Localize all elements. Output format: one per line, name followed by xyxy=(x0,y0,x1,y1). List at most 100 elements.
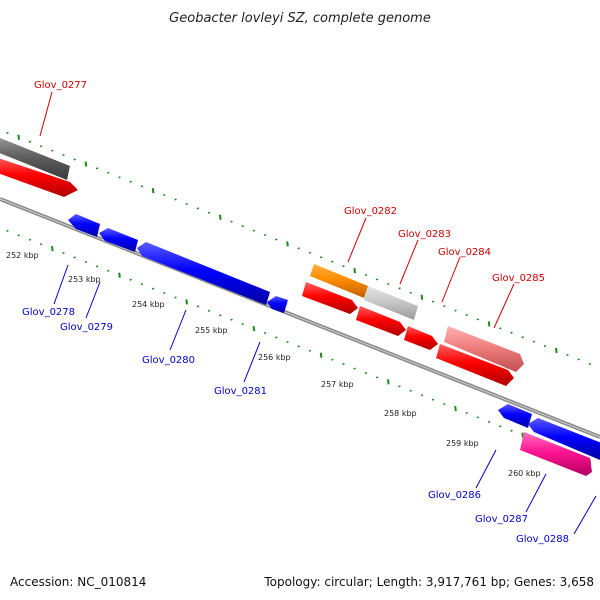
major-tick xyxy=(487,321,491,327)
gene-glov-0287[interactable] xyxy=(520,432,592,476)
minor-tick xyxy=(51,149,54,152)
minor-tick xyxy=(207,309,211,312)
minor-tick xyxy=(510,331,513,334)
scale-label: 259 kbp xyxy=(446,439,479,448)
gene-label-glov-0287[interactable]: Glov_0287 xyxy=(475,514,528,525)
minor-tick xyxy=(465,411,468,415)
minor-tick xyxy=(443,403,446,406)
minor-tick xyxy=(409,389,412,392)
minor-tick xyxy=(476,318,480,321)
minor-tick xyxy=(521,336,524,339)
minor-tick xyxy=(73,158,76,161)
minor-tick xyxy=(84,260,88,264)
minor-tick xyxy=(196,305,200,308)
minor-tick xyxy=(566,353,569,357)
minor-tick xyxy=(62,251,65,255)
upper-gene-labels: Glov_0277 Glov_0282 Glov_0283 Glov_0284 … xyxy=(34,80,545,329)
gene-label-glov-0281[interactable]: Glov_0281 xyxy=(214,386,267,397)
minor-tick xyxy=(39,243,43,246)
major-tick xyxy=(521,432,524,438)
gene-label-glov-0278[interactable]: Glov_0278 xyxy=(22,307,75,318)
major-tick xyxy=(454,405,457,412)
minor-tick xyxy=(118,176,121,179)
minor-tick xyxy=(465,313,468,317)
gene-glov-0288[interactable] xyxy=(528,418,600,460)
minor-tick xyxy=(219,314,222,317)
minor-tick xyxy=(543,345,547,348)
major-tick xyxy=(555,347,558,354)
gene-glov-0282[interactable] xyxy=(310,264,368,298)
minor-tick xyxy=(151,287,155,290)
major-tick xyxy=(84,161,88,167)
major-tick xyxy=(353,267,356,274)
gene-label-glov-0288[interactable]: Glov_0288 xyxy=(516,534,569,545)
minor-tick xyxy=(532,340,536,343)
minor-tick xyxy=(409,291,412,294)
gene-glov-0284b[interactable] xyxy=(356,306,406,336)
gene-glov-0281[interactable] xyxy=(267,296,288,313)
minor-tick xyxy=(95,167,99,170)
map-title: Geobacter lovleyi SZ, complete genome xyxy=(169,11,431,26)
major-tick xyxy=(319,352,323,358)
minor-tick xyxy=(275,238,278,241)
minor-tick xyxy=(286,340,289,344)
minor-tick xyxy=(420,394,424,397)
gene-glov-0284c[interactable] xyxy=(404,326,438,350)
minor-tick xyxy=(342,265,345,268)
genome-summary-text: Topology: circular; Length: 3,917,761 bp… xyxy=(263,575,594,589)
minor-tick xyxy=(308,251,312,254)
gene-glov-0284a[interactable] xyxy=(302,282,358,314)
scale-labels: 252 kbp 253 kbp 254 kbp 255 kbp 256 kbp … xyxy=(6,251,541,478)
minor-tick xyxy=(6,229,9,232)
minor-tick xyxy=(62,153,65,157)
minor-tick xyxy=(107,269,110,272)
gene-glov-0285-red[interactable] xyxy=(436,344,514,386)
minor-tick xyxy=(129,278,132,281)
minor-tick xyxy=(297,345,300,348)
gene-glov-0278[interactable] xyxy=(68,214,100,237)
minor-tick xyxy=(375,278,379,281)
gene-label-glov-0280[interactable]: Glov_0280 xyxy=(142,355,195,366)
minor-tick xyxy=(241,225,244,228)
minor-tick xyxy=(39,145,43,148)
minor-tick xyxy=(375,376,379,379)
minor-tick xyxy=(443,305,446,308)
minor-tick xyxy=(185,202,188,206)
scale-label: 257 kbp xyxy=(321,380,354,389)
major-tick xyxy=(17,134,20,140)
minor-tick xyxy=(163,291,166,295)
minor-tick xyxy=(73,256,76,259)
accession-text: Accession: NC_010814 xyxy=(10,575,146,589)
gene-label-glov-0283[interactable]: Glov_0283 xyxy=(398,229,451,240)
gene-glov-0286[interactable] xyxy=(498,404,532,428)
gene-label-glov-0277[interactable]: Glov_0277 xyxy=(34,80,87,91)
minor-tick xyxy=(308,349,312,352)
major-tick xyxy=(185,299,188,305)
minor-tick xyxy=(319,256,323,259)
gene-label-glov-0282[interactable]: Glov_0282 xyxy=(344,206,397,217)
scale-label: 260 kbp xyxy=(508,469,541,478)
minor-tick xyxy=(499,327,502,330)
minor-tick xyxy=(263,233,267,237)
minor-tick xyxy=(275,336,278,339)
genome-backbone xyxy=(0,197,600,439)
gene-glov-0283[interactable] xyxy=(364,286,418,320)
minor-tick xyxy=(263,331,267,335)
gene-glov-0277-gray[interactable] xyxy=(0,136,70,180)
gene-glov-0277-red[interactable] xyxy=(0,157,78,197)
gene-label-glov-0279[interactable]: Glov_0279 xyxy=(60,322,113,333)
minor-tick xyxy=(207,211,211,214)
gene-label-glov-0285[interactable]: Glov_0285 xyxy=(492,273,545,284)
gene-label-glov-0286[interactable]: Glov_0286 xyxy=(428,490,481,501)
gene-glov-0280[interactable] xyxy=(137,242,270,305)
minor-tick xyxy=(174,198,177,201)
minor-tick xyxy=(398,287,401,290)
minor-tick xyxy=(140,283,144,286)
major-tick xyxy=(420,294,424,300)
scale-label: 252 kbp xyxy=(6,251,39,260)
minor-tick xyxy=(28,140,32,143)
minor-tick xyxy=(331,358,334,361)
gene-glov-0285[interactable] xyxy=(444,326,524,372)
gene-glov-0279[interactable] xyxy=(99,228,138,252)
gene-label-glov-0284[interactable]: Glov_0284 xyxy=(438,247,491,258)
